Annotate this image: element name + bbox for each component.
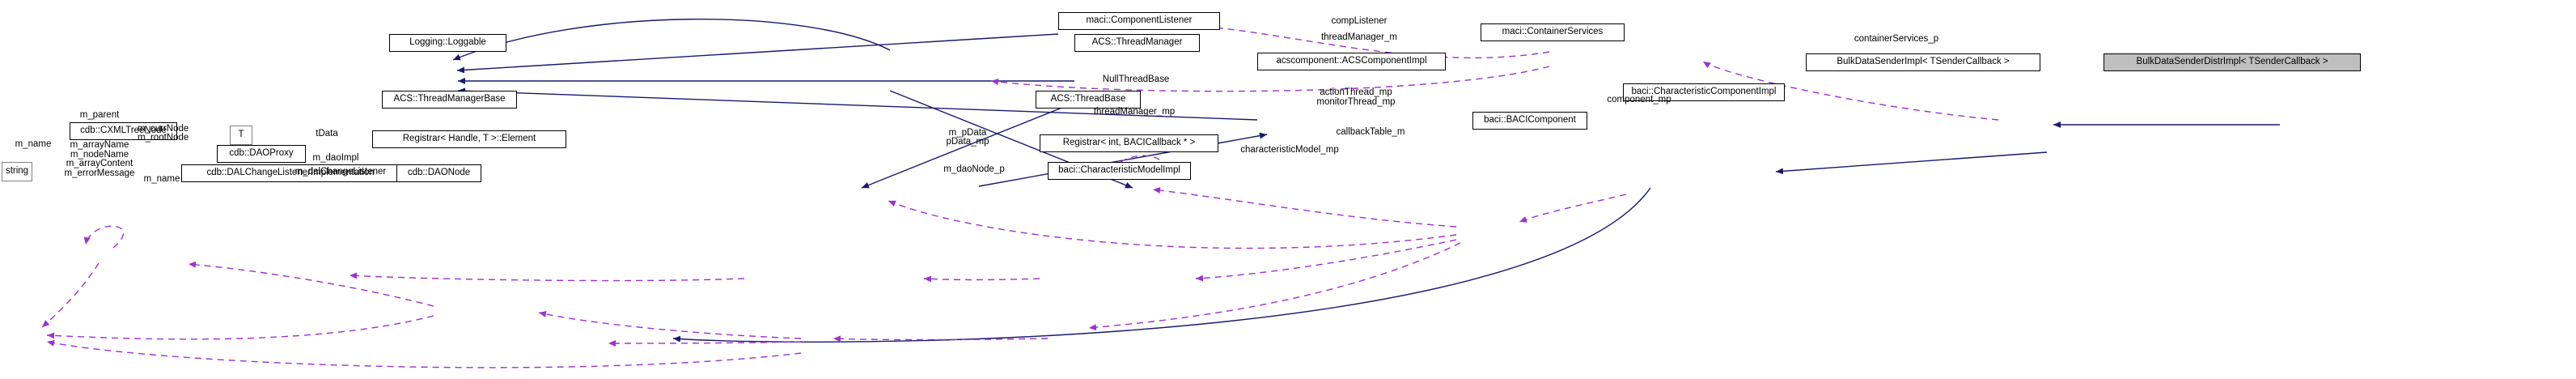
edge-label-containerservices-p: containerServices_p (1854, 34, 1939, 44)
edge-label-m-arrayname: m_arrayName (70, 140, 129, 150)
node-cdb-daoproxy[interactable]: cdb::DAOProxy (217, 145, 306, 163)
edge-label-nullthreadbase: NullThreadBase (1102, 75, 1170, 84)
node-cdb-cxmltreenode[interactable]: cdb::CXMLTreeNode (70, 122, 177, 140)
edge-label-component-mp: component_mp (1607, 95, 1671, 104)
edge-label-actionthread-mp: actionThread_mp (1320, 87, 1392, 97)
edge-label-m-rootnode: m_rootNode (138, 133, 189, 143)
node-string[interactable]: string (2, 162, 32, 181)
node-acs-threadmanagerbase[interactable]: ACS::ThreadManagerBase (382, 91, 517, 109)
edge-label-m-daoimpl: m_daoImpl (312, 153, 359, 163)
node-baci-bacicomponent[interactable]: baci::BACIComponent (1472, 112, 1587, 130)
node-baci-characteristiccomponentimpl[interactable]: baci::CharacteristicComponentImpl (1623, 83, 1785, 101)
edge-label-m-nodename: m_nodeName (70, 150, 129, 160)
node-acs-threadbase[interactable]: ACS::ThreadBase (1036, 91, 1141, 109)
edge-label-m-daonode-p: m_daoNode_p (943, 164, 1005, 174)
edge-label-threadmanager-mp: threadManager_mp (1093, 107, 1176, 117)
edge-label-pdata-mp: pData_mp (946, 137, 989, 147)
node-bulkdatasenderimpl[interactable]: BulkDataSenderImpl< TSenderCallback > (1806, 53, 2040, 71)
node-cdb-daonode[interactable]: cdb::DAONode (396, 164, 481, 182)
edge-label-threadmanager-m: threadManager_m (1321, 32, 1397, 42)
edge-label-monitorthread-mp: monitorThread_mp (1316, 97, 1396, 107)
edge-label-m-arraycontent: m_arrayContent (66, 159, 133, 168)
node-baci-characteristicmodelimpl[interactable]: baci::CharacteristicModelImpl (1048, 162, 1191, 180)
node-acs-thread-manager[interactable]: ACS::ThreadManager (1074, 34, 1200, 52)
edge-label-m-pdata: m_pData (948, 128, 987, 138)
node-logging-loggable[interactable]: Logging::Loggable (389, 34, 506, 52)
node-bulkdatasenderdistrimpl[interactable]: BulkDataSenderDistrImpl< TSenderCallback… (2104, 53, 2361, 71)
edge-label-m-dalchangelistener: m_dalChangeListener (294, 167, 387, 177)
edge-label-m-errormessage: m_errorMessage (64, 168, 135, 178)
usage-edges (41, 22, 1999, 368)
edge-label-complistener: compListener (1331, 16, 1388, 26)
edge-label-tdata: tData (316, 129, 338, 138)
node-acscomponent-acscomponentimpl[interactable]: acscomponent::ACSComponentImpl (1257, 53, 1446, 70)
node-registrar-int-bacicallback[interactable]: Registrar< int, BACICallback * > (1040, 134, 1218, 152)
edge-label-characteristicmodel-mp: characteristicModel_mp (1240, 145, 1339, 155)
node-maci-container-services[interactable]: maci::ContainerServices (1481, 23, 1625, 41)
node-maci-component-listener[interactable]: maci::ComponentListener (1058, 12, 1220, 30)
edge-label-m-name-daonode: m_name (143, 174, 180, 184)
edge-label-callbacktable-m: callbackTable_m (1336, 127, 1405, 137)
edge-label-m-name-cxmltreenode: m_name (15, 139, 52, 149)
edge-label-m-currnode: m_currNode (138, 124, 189, 134)
edge-label-m-parent: m_parent (79, 110, 120, 120)
node-registrar-handle-t-element[interactable]: Registrar< Handle, T >::Element (372, 130, 566, 148)
node-template-parameter-t[interactable]: T (230, 126, 252, 145)
